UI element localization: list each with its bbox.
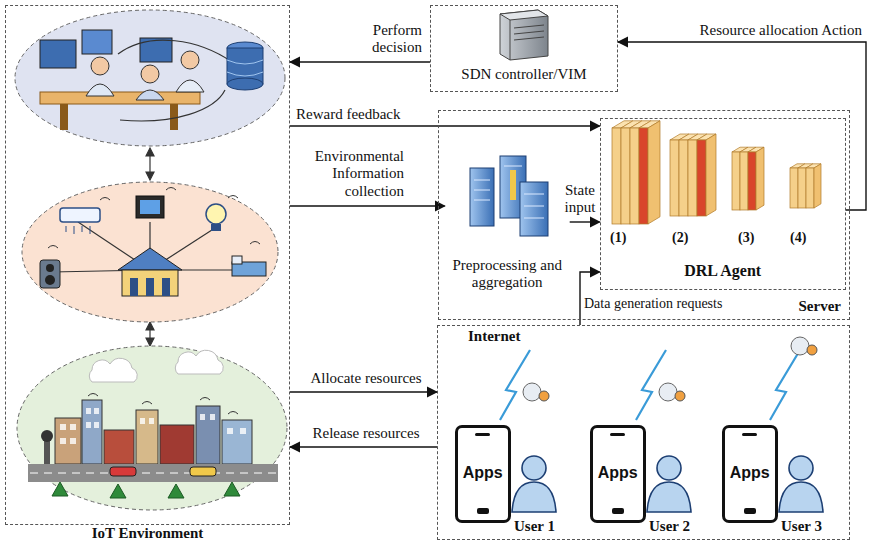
flow-arrow [570, 221, 600, 222]
smart-city [17, 346, 287, 510]
node-label: Internet [468, 328, 521, 345]
node-label: Apps [458, 464, 508, 482]
callout-number: (1) [610, 230, 626, 246]
internet-region: InternetApps Apps Apps [437, 325, 850, 540]
callout-number: (4) [790, 230, 806, 246]
node-label: IoT Environment [6, 525, 289, 542]
flow-arrow [290, 125, 600, 126]
user-label: User 2 [649, 518, 690, 535]
control-room [15, 10, 285, 146]
server-icon [500, 10, 548, 60]
node-label: DRL Agent [601, 262, 845, 280]
controller-box: SDN controller/VIM [430, 5, 618, 92]
edge-label: Environmental Information collection [300, 148, 404, 200]
flow-arrow [290, 205, 445, 206]
server-rack-icon [470, 156, 548, 236]
agent-box: DRL Agent [600, 118, 846, 290]
callout-number: (2) [672, 230, 688, 246]
edge-label: Allocate resources [296, 370, 436, 387]
edge-label: Data generation requests [584, 296, 764, 312]
user-label: User 3 [781, 518, 822, 535]
edge-label: Perform decision [350, 22, 422, 57]
flow-arrow [290, 391, 437, 392]
node-label: Apps [725, 464, 775, 482]
smart-home [22, 182, 278, 322]
preprocess-node: Preprocessing and aggregation [445, 148, 570, 294]
app-icon [523, 337, 817, 401]
edge-label: State input [561, 182, 599, 217]
node-label: Server [799, 298, 841, 315]
node-label: Apps [593, 464, 643, 482]
iot-region: IoT Environment [5, 5, 290, 525]
cnn-layers [612, 121, 821, 224]
flow-arrow [618, 42, 866, 210]
node-label: SDN controller/VIM [431, 66, 617, 83]
phone-box: Apps [722, 425, 778, 523]
flow-arrow [290, 446, 437, 447]
callout-number: (3) [738, 230, 754, 246]
phone-box: Apps [590, 425, 646, 523]
node-label: Preprocessing and aggregation [445, 257, 570, 292]
edge-label: Release resources [296, 425, 436, 442]
flow-arrow [290, 61, 430, 62]
edge-label: Resource allocation Action [630, 22, 862, 39]
phone-box: Apps [455, 425, 511, 523]
user-label: User 1 [514, 518, 555, 535]
wireless-link [500, 350, 800, 420]
edge-label: Reward feedback [296, 106, 496, 123]
server-region: Server Preprocessing and aggregation DRL A… [438, 110, 850, 320]
